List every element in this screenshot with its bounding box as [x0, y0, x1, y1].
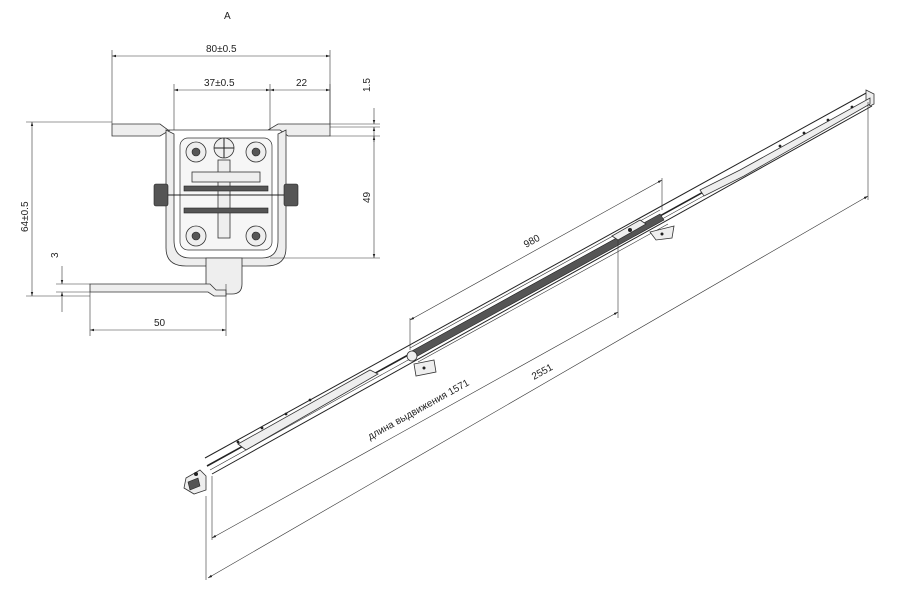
top-mounting-plate [111, 123, 331, 137]
side-nut-right [283, 183, 299, 207]
dim-80: 80±0.5 [206, 44, 237, 55]
side-nut-left [153, 183, 169, 207]
section-view-a: A [20, 11, 380, 336]
bottom-bracket [89, 283, 227, 297]
rail-cover-lower [237, 369, 379, 451]
dim-2551: 2551 [530, 362, 555, 383]
end-stop-left [183, 469, 207, 495]
carriage-body [165, 129, 287, 267]
dim-line-2551 [207, 195, 869, 579]
dim-1-5: 1.5 [362, 78, 373, 92]
dim-37: 37±0.5 [204, 78, 235, 89]
rail-cover-upper [699, 97, 871, 197]
view-label: A [224, 11, 231, 22]
dim-50: 50 [154, 318, 166, 329]
dim-64: 64±0.5 [20, 201, 31, 232]
dim-line-980 [409, 179, 663, 321]
dim-1571: длина выдвижения 1571 [366, 377, 472, 442]
dim-49: 49 [362, 191, 373, 203]
dim-22: 22 [296, 78, 308, 89]
rail-edge-top [204, 91, 869, 459]
dim-3: 3 [50, 252, 61, 258]
rail-edge-bottom [211, 105, 873, 475]
rail-assembly-view: 980 длина выдвижения 1571 2551 [183, 89, 875, 580]
